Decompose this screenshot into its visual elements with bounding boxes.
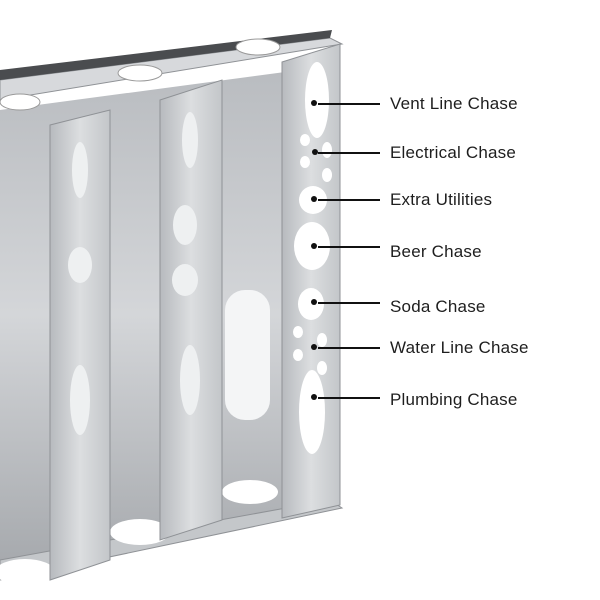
callout-dot-soda xyxy=(311,299,317,305)
leader-line-plumbing xyxy=(318,397,380,399)
label-vent-line-chase: Vent Line Chase xyxy=(390,94,518,113)
leader-line-water xyxy=(318,347,380,349)
callout-dot-extra-utilities xyxy=(311,196,317,202)
callout-dot-plumbing xyxy=(311,394,317,400)
panel-middle xyxy=(159,79,223,541)
leader-line-soda xyxy=(318,302,380,304)
callout-dot-beer xyxy=(311,243,317,249)
front-panel-holes xyxy=(293,62,332,454)
leader-line-vent xyxy=(318,103,380,105)
label-electrical-chase: Electrical Chase xyxy=(390,143,517,162)
label-water-line-chase: Water Line Chase xyxy=(390,338,529,357)
leader-line-electrical xyxy=(318,152,380,154)
label-beer-chase: Beer Chase xyxy=(390,242,482,261)
label-plumbing-chase: Plumbing Chase xyxy=(390,390,518,409)
panel-left xyxy=(49,109,111,581)
leader-line-beer xyxy=(318,246,380,248)
callout-dot-water xyxy=(311,344,317,350)
label-soda-chase: Soda Chase xyxy=(390,297,486,316)
callout-dot-electrical xyxy=(312,149,318,155)
panel-front xyxy=(281,43,341,519)
callout-dot-vent xyxy=(311,100,317,106)
label-extra-utilities: Extra Utilities xyxy=(390,190,493,209)
leader-line-extra-utilities xyxy=(318,199,380,201)
